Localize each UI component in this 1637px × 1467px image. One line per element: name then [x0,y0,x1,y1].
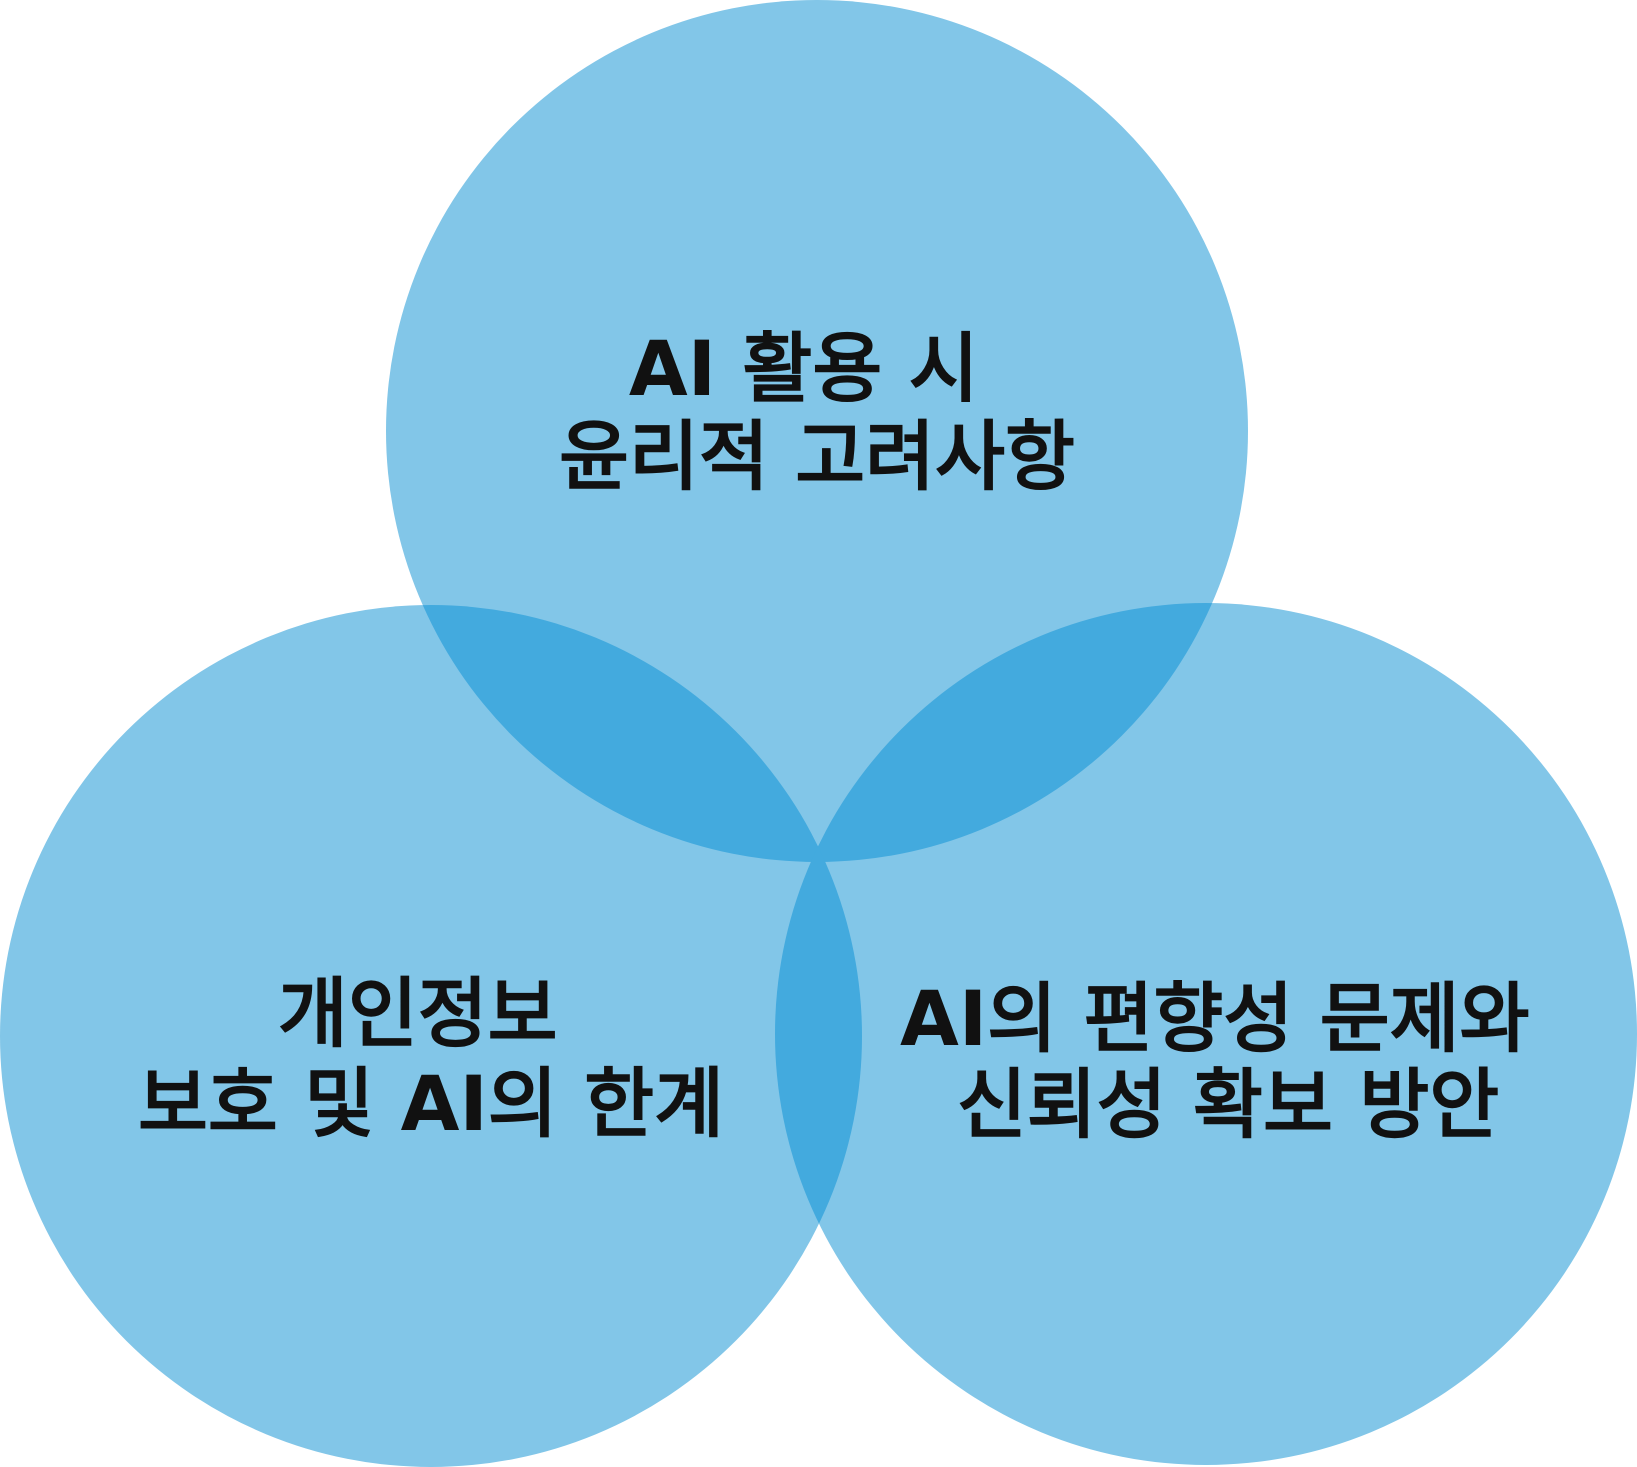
overlap-top-right [775,603,1248,862]
label-right-line-1: AI의 편향성 문제와 [900,974,1529,1063]
label-left-line-2: 보호 및 AI의 한계 [138,1059,724,1148]
label-left-line-1: 개인정보 [278,969,558,1058]
label-top-line-1: AI 활용 시 [629,324,979,413]
overlap-top-left [386,605,862,862]
label-right: AI의 편향성 문제와 신뢰성 확보 방안 [900,974,1556,1149]
label-right-line-2: 신뢰성 확보 방안 [957,1060,1499,1149]
label-left: 개인정보 보호 및 AI의 한계 [138,969,724,1148]
label-top-line-2: 윤리적 고려사항 [559,412,1075,501]
label-top: AI 활용 시 윤리적 고려사항 [559,324,1075,501]
